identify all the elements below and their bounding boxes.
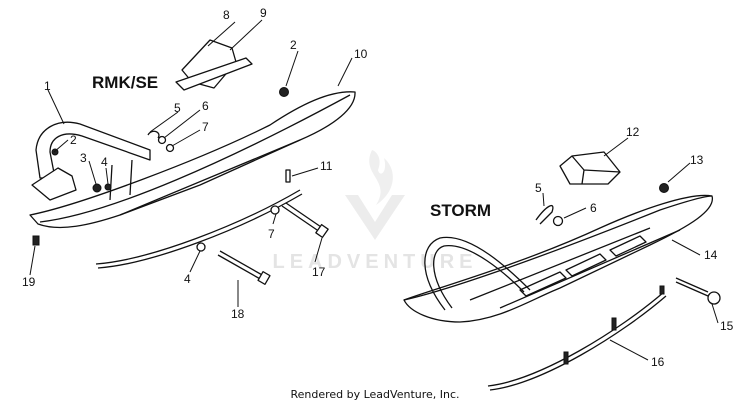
runner-stud-2 (563, 351, 569, 365)
callout-7-top: 7 (202, 120, 209, 134)
runner-stud-3 (659, 285, 665, 295)
callout-5-left: 5 (174, 101, 181, 115)
callout-2-top: 2 (290, 38, 297, 52)
callout-2-left: 2 (70, 133, 77, 147)
callout-1: 1 (44, 79, 51, 93)
callout-6-left: 6 (202, 99, 209, 113)
spindle-bracket (35, 121, 151, 179)
storm-cotter-pin (535, 204, 554, 225)
bolt-19 (32, 235, 40, 246)
callout-6-right: 6 (590, 201, 597, 215)
nut-3 (92, 183, 102, 193)
saddle-plate (175, 57, 253, 91)
model-label-storm: STORM (430, 201, 491, 220)
callout-10: 10 (354, 47, 368, 61)
bolt-17 (281, 205, 321, 233)
ski-cutout-1 (519, 271, 567, 297)
ski-ribs (109, 159, 133, 201)
callout-9: 9 (260, 6, 267, 20)
runner-stud-1 (611, 317, 617, 331)
ski-runner (95, 189, 301, 265)
rmk-se-assembly: 1 2 3 4 5 6 7 8 9 2 10 11 7 17 4 18 19 R… (22, 6, 368, 321)
callout-13: 13 (690, 153, 704, 167)
callout-11: 11 (320, 159, 333, 173)
callout-18: 18 (231, 307, 245, 321)
callout-4-bottom: 4 (184, 272, 191, 286)
callout-17: 17 (312, 265, 326, 279)
washer-4-top (104, 183, 112, 191)
washer-7-bottom (270, 205, 280, 215)
callout-8: 8 (223, 8, 230, 22)
washer-4-bottom (196, 242, 206, 252)
callout-16: 16 (651, 355, 665, 369)
callout-7-bottom: 7 (268, 227, 275, 241)
callout-12: 12 (626, 125, 640, 139)
callout-19: 19 (22, 275, 36, 289)
stud-11 (285, 169, 291, 183)
bracket-plate (31, 167, 77, 201)
ski-rail (119, 139, 301, 216)
storm-saddle (559, 151, 621, 185)
callout-14: 14 (704, 248, 718, 262)
ski-cutout-2 (565, 253, 607, 277)
callout-3: 3 (80, 151, 87, 165)
callout-4-top: 4 (101, 155, 108, 169)
footer-credit: Rendered by LeadVenture, Inc. (290, 388, 459, 401)
storm-assembly: 12 13 5 6 14 15 16 STORM (403, 125, 734, 391)
callout-15: 15 (720, 319, 734, 333)
callout-5-right: 5 (535, 181, 542, 195)
washer-6 (157, 135, 167, 145)
storm-loop-handle (424, 236, 531, 311)
ski-body-rmk (29, 91, 356, 229)
ski-body-storm (403, 194, 713, 323)
storm-runner (487, 291, 665, 387)
bolt-15 (675, 281, 709, 297)
ski-cutout-3 (609, 235, 647, 257)
nut-2-top (279, 87, 289, 97)
model-label-rmk-se: RMK/SE (92, 73, 158, 92)
storm-washer-6 (552, 215, 564, 227)
watermark-text: LEADVENTURE (272, 251, 477, 273)
watermark: LEADVENTURE (272, 150, 477, 273)
storm-nut-13 (659, 183, 669, 193)
washer-7-top (165, 143, 175, 153)
cotter-pin-5 (147, 130, 160, 139)
bolt-18 (217, 254, 263, 281)
ski-edge-line (39, 94, 351, 223)
